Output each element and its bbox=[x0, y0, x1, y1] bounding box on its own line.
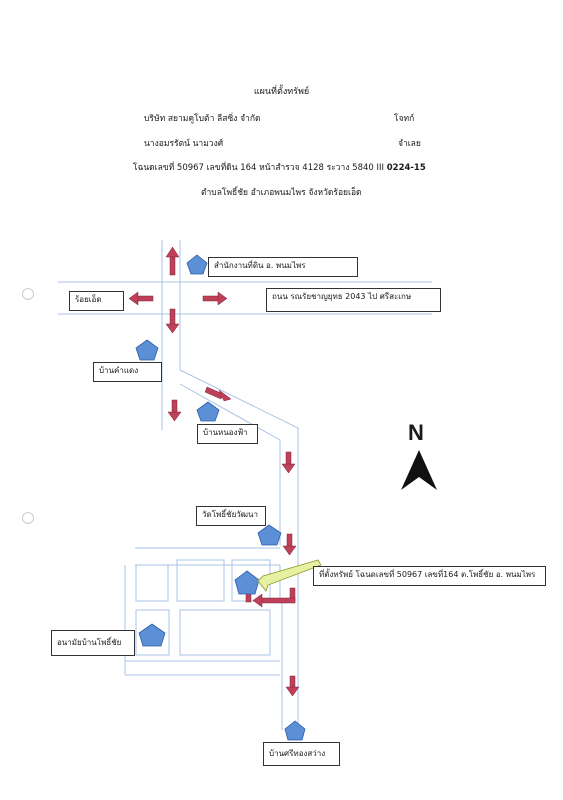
marker-ban-si-thong bbox=[284, 720, 306, 741]
arrow-west bbox=[128, 291, 154, 306]
label-land-office: สำนักงานที่ดิน อ. พนมไพร bbox=[208, 257, 358, 277]
map-title: แผนที่ตั้งทรัพย์ bbox=[253, 87, 310, 97]
label-property: ที่ตั้งทรัพย์ โฉนดเลขที่ 50967 เลขที่164… bbox=[313, 566, 546, 586]
marker-land-office bbox=[186, 254, 208, 275]
plaintiff-role: โจทก์ bbox=[394, 114, 415, 124]
arrow-southeast bbox=[204, 386, 232, 402]
north-label: N bbox=[408, 420, 424, 445]
arrow-turn bbox=[252, 587, 296, 608]
marker-ban-nong-fa bbox=[196, 401, 220, 422]
plaintiff-name: บริษัท สยามคูโบต้า ลีสซิ่ง จำกัด bbox=[144, 114, 261, 124]
arrow-south-1 bbox=[165, 308, 180, 334]
arrow-south-4 bbox=[282, 533, 297, 556]
marker-health bbox=[138, 623, 166, 647]
label-health-station: อนามัยบ้านโพธิ์ชัย bbox=[51, 630, 135, 656]
punch-hole bbox=[22, 288, 34, 300]
roads bbox=[58, 240, 432, 730]
defendant-role: จำเลย bbox=[398, 139, 421, 149]
label-roi-et: ร้อยเอ็ด bbox=[69, 291, 124, 311]
deed-info: โฉนดเลขที่ 50967 เลขที่ดิน 164 หน้าสำรวจ… bbox=[133, 160, 426, 174]
deed-text: โฉนดเลขที่ 50967 เลขที่ดิน 164 หน้าสำรวจ… bbox=[133, 163, 387, 173]
marker-wat bbox=[257, 524, 282, 546]
property-pointer bbox=[257, 559, 322, 592]
location-markers bbox=[135, 254, 306, 741]
marker-ban-kham-daeng bbox=[135, 339, 159, 361]
marker-property bbox=[234, 570, 260, 595]
arrow-south-3 bbox=[281, 451, 296, 474]
location-line: ตำบลโพธิ์ชัย อำเภอพนมไพร จังหวัดร้อยเอ็ด bbox=[201, 188, 362, 198]
arrow-east bbox=[202, 291, 228, 306]
arrow-south-5 bbox=[285, 675, 300, 697]
punch-hole bbox=[22, 512, 34, 524]
north-arrow-icon bbox=[401, 450, 437, 490]
defendant-name: นางอมรรัตน์ นามวงศ์ bbox=[144, 139, 224, 149]
label-ban-si-thong: บ้านศรีทองสว่าง bbox=[263, 742, 340, 766]
arrow-south-2 bbox=[167, 399, 182, 422]
deed-sheet: 0224-15 bbox=[386, 163, 426, 173]
label-ban-nong-fa: บ้านหนองฟ้า bbox=[197, 424, 258, 444]
direction-arrows bbox=[128, 246, 300, 697]
label-road: ถนน รณรัยชาญยุทธ 2043 ไป ศรีสะเกษ bbox=[266, 288, 441, 312]
arrow-north bbox=[165, 246, 180, 276]
label-wat-pho-chai: วัดโพธิ์ชัยวัฒนา bbox=[196, 506, 266, 526]
label-ban-kham-daeng: บ้านคำแดง bbox=[93, 362, 162, 382]
